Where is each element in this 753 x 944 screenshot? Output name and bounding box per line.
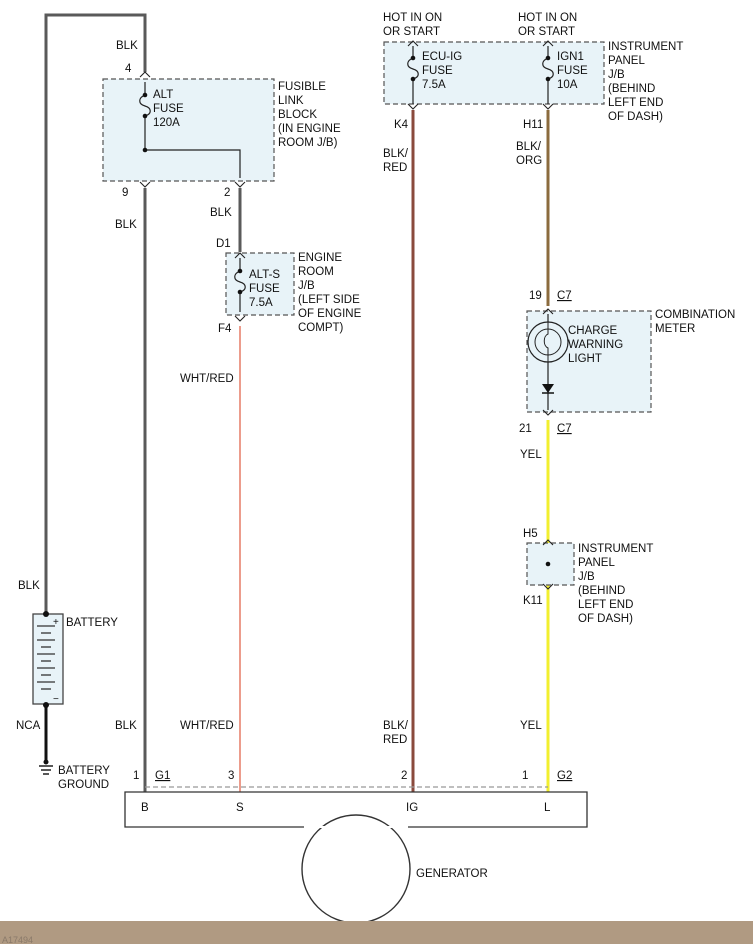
battery-ground-label: BATTERY GROUND	[58, 765, 113, 791]
wire-label-yel-bottom: YEL	[520, 720, 542, 732]
charge-warning-light-label: CHARGE WARNING LIGHT	[568, 325, 626, 365]
wire-label-blk-red-bottom: BLK/ RED	[383, 720, 411, 746]
alt-s-fuse-node-top	[237, 268, 243, 274]
generator-pin-s-number: 3	[228, 770, 234, 782]
wire-label-wht-red-mid: WHT/RED	[180, 373, 234, 385]
meter-pin-bottom: 21	[519, 423, 532, 435]
generator-label: GENERATOR	[416, 868, 488, 880]
ign1-fuse-label: IGN1 FUSE 10A	[557, 51, 591, 91]
chevron-icon	[542, 40, 554, 47]
engine-room-jb-label: ENGINE ROOM J/B (LEFT SIDE OF ENGINE COM…	[298, 252, 364, 334]
alt-fuse-node-top	[142, 92, 148, 98]
wire-label-blk-after-link: BLK	[115, 219, 137, 231]
instrument-panel-jb-pin-k4: K4	[394, 119, 409, 131]
wire-label-blk-bottom: BLK	[115, 720, 137, 732]
generator-pin-ig-number: 2	[401, 770, 407, 782]
chevron-icon	[234, 252, 246, 259]
generator-connector-g2: G2	[557, 770, 572, 782]
instrument-panel-jb-bottom-label: INSTRUMENT PANEL J/B (BEHIND LEFT END OF…	[578, 543, 656, 625]
figure-code: A17494	[2, 935, 34, 944]
wire-blk-battery-to-link	[44, 13, 147, 612]
fusible-link-block-box	[102, 78, 275, 182]
chevron-icon	[139, 71, 151, 78]
ip-jb-bottom-junction	[545, 561, 551, 567]
meter-connector-bottom: C7	[557, 423, 572, 435]
ign1-fuse-symbol	[542, 46, 554, 104]
generator-connector-g1: G1	[155, 770, 170, 782]
instrument-panel-jb-top-box	[383, 41, 605, 105]
wire-label-blk-org: BLK/ ORG	[516, 141, 544, 167]
charging-circuit-schematic: 4 9 2 ALT FUSE 120A FUSIBLE LINK BLOCK (…	[16, 12, 739, 921]
ecu-ig-fuse-label: ECU-IG FUSE 7.5A	[422, 51, 465, 91]
instrument-panel-jb-top-label: INSTRUMENT PANEL J/B (BEHIND LEFT END OF…	[608, 41, 686, 123]
wire-label-blk-top: BLK	[116, 40, 138, 52]
chevron-icon	[542, 409, 554, 416]
generator-body-outline	[124, 791, 588, 828]
fusible-link-pin-bottom-1: 9	[122, 187, 128, 199]
ign1-fuse-node-top	[545, 55, 551, 61]
chevron-icon	[542, 308, 554, 315]
diode-icon	[542, 384, 554, 394]
fusible-link-pin-top: 4	[125, 63, 132, 75]
chevron-icon	[542, 103, 554, 110]
ecu-ig-fuse-symbol	[407, 46, 419, 104]
alt-s-fuse-node-bottom	[237, 289, 243, 295]
instrument-panel-jb-pin-h11: H11	[523, 119, 543, 131]
fusible-link-block-label: FUSIBLE LINK BLOCK (IN ENGINE ROOM J/B)	[278, 81, 344, 149]
chevron-icon	[139, 181, 151, 188]
chevron-icon	[234, 315, 246, 322]
ecu-ig-fuse-node-bottom	[410, 76, 416, 82]
meter-pin-top: 19	[529, 290, 542, 302]
generator-terminal-ig: IG	[406, 802, 418, 814]
lamp-icon	[527, 321, 569, 363]
wire-label-blk-battery: BLK	[18, 580, 40, 592]
wire-label-nca: NCA	[16, 720, 41, 732]
battery-minus-sign: −	[53, 694, 59, 705]
wire-label-blk-link-to-jb: BLK	[210, 207, 232, 219]
alt-s-fuse-symbol	[234, 258, 246, 312]
chevron-icon	[407, 40, 419, 47]
alt-fuse-label: ALT FUSE 120A	[153, 89, 187, 129]
generator-icon	[301, 814, 411, 921]
footer-bar: A17494	[0, 921, 753, 944]
wire-label-wht-red-bottom: WHT/RED	[180, 720, 234, 732]
engine-room-jb-pin-top: D1	[216, 238, 231, 250]
fusible-link-pin-bottom-2: 2	[224, 187, 230, 199]
instrument-panel-jb-bottom-box	[526, 542, 575, 586]
generator-terminal-s: S	[236, 802, 244, 814]
alt-s-fuse-label: ALT-S FUSE 7.5A	[249, 269, 283, 309]
hot-label-ign: HOT IN ON OR START	[518, 12, 580, 38]
ground-icon	[39, 759, 53, 775]
wire-label-yel-mid: YEL	[520, 449, 542, 461]
battery-icon	[32, 611, 64, 708]
hot-label-ecu: HOT IN ON OR START	[383, 12, 445, 38]
ign1-fuse-node-bottom	[545, 76, 551, 82]
chevron-icon	[407, 103, 419, 110]
chevron-icon	[234, 181, 246, 188]
wire-label-blk-red-mid: BLK/ RED	[383, 148, 411, 174]
ip-jb-bottom-pin-bottom: K11	[523, 595, 543, 607]
ecu-ig-fuse-node-top	[410, 55, 416, 61]
ip-jb-bottom-pin-top: H5	[523, 528, 538, 540]
engine-room-jb-box	[225, 252, 295, 316]
generator-pin-l-number: 1	[522, 770, 528, 782]
combination-meter-label: COMBINATION METER	[655, 309, 739, 335]
generator-pin-b-number: 1	[133, 770, 139, 782]
chevron-icon	[542, 583, 554, 590]
battery-plus-sign: +	[53, 617, 59, 628]
battery-label: BATTERY	[66, 617, 118, 629]
chevron-icon	[542, 539, 554, 546]
meter-connector-top: C7	[557, 290, 572, 302]
generator-terminal-l: L	[544, 802, 551, 814]
alt-fuse-node-bottom	[142, 113, 148, 119]
generator-terminal-b: B	[141, 802, 149, 814]
alt-fuse-junction	[142, 147, 148, 153]
engine-room-jb-pin-bottom: F4	[218, 323, 232, 335]
